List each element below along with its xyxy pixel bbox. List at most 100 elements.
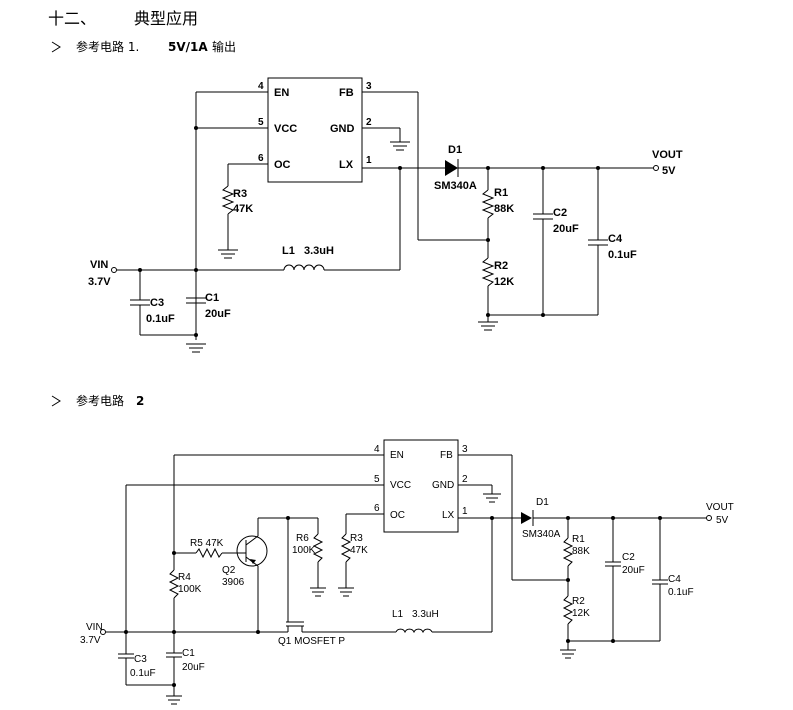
c2-value: 20uF xyxy=(553,223,579,235)
junction-dot xyxy=(194,333,198,337)
c2-pin-name: LX xyxy=(442,510,455,521)
q2-part: 3906 xyxy=(222,577,245,588)
ground-icon xyxy=(560,649,576,659)
r1-value: 88K xyxy=(572,546,590,557)
junction-dot xyxy=(486,313,490,317)
c2-pin-name: OC xyxy=(390,510,405,521)
vout-value: 5V xyxy=(662,165,676,177)
c3-value: 0.1uF xyxy=(130,668,156,679)
junction-dot xyxy=(256,630,260,634)
r2-label: R2 xyxy=(572,596,585,607)
ground-icon xyxy=(166,695,182,705)
vout-label: VOUT xyxy=(652,149,683,161)
c1-label: C1 xyxy=(205,292,219,304)
d1-part: SM340A xyxy=(434,180,477,192)
c1-pin-name: FB xyxy=(339,87,354,99)
vout-value: 5V xyxy=(716,515,729,526)
diode-d1 xyxy=(521,512,532,524)
c1-pin-num: 4 xyxy=(258,81,264,92)
c2-pin-name: FB xyxy=(440,450,453,461)
c4-value: 0.1uF xyxy=(608,249,637,261)
circuit1-caption-tail: 输出 xyxy=(212,39,236,54)
l1-value: 3.3uH xyxy=(304,245,334,257)
c1-pin-name: VCC xyxy=(274,123,297,135)
resistor-r5 xyxy=(195,547,223,559)
r4-label: R4 xyxy=(178,572,191,583)
ground-icon xyxy=(186,343,206,353)
r5-label: R5 47K xyxy=(190,538,224,549)
c4-value: 0.1uF xyxy=(668,587,694,598)
r3-label: R3 xyxy=(350,533,363,544)
r3-value: 47K xyxy=(350,545,368,556)
circuit1-schematic: 4 5 6 3 2 1 EN VCC OC FB GND LX R3 xyxy=(88,77,683,353)
vin-terminal-icon xyxy=(111,267,117,273)
ground-icon xyxy=(478,321,498,331)
c2-pin-num: 4 xyxy=(374,444,380,455)
c3-label: C3 xyxy=(134,654,147,665)
junction-dot xyxy=(194,268,198,272)
q1-label: Q1 MOSFET P xyxy=(278,636,345,647)
c2-pin-name: EN xyxy=(390,450,404,461)
c4-label: C4 xyxy=(668,574,681,585)
r3-value: 47K xyxy=(233,203,253,215)
c3-label: C3 xyxy=(150,297,164,309)
circuit1-caption: 参考电路 1. xyxy=(76,39,139,54)
bullet-arrow-icon xyxy=(51,41,61,53)
vin-label: VIN xyxy=(90,259,108,271)
ground-icon xyxy=(310,587,326,597)
c2-pin-num: 3 xyxy=(462,444,468,455)
c2-label: C2 xyxy=(622,552,635,563)
resistor-r3 xyxy=(221,185,235,215)
junction-dot xyxy=(566,639,570,643)
diode-d1 xyxy=(445,160,458,176)
vout-label: VOUT xyxy=(706,502,734,513)
d1-label: D1 xyxy=(536,497,549,508)
bullet-arrow-icon xyxy=(51,395,61,407)
r3-label: R3 xyxy=(233,188,247,200)
c2-pin-num: 2 xyxy=(462,474,468,485)
c4-label: C4 xyxy=(608,233,623,245)
ground-icon xyxy=(390,141,410,151)
vin-value: 3.7V xyxy=(88,276,111,288)
junction-dot xyxy=(172,683,176,687)
resistor-r1 xyxy=(481,189,495,219)
vin-label: VIN xyxy=(86,622,103,633)
resistor-r1 xyxy=(562,537,574,567)
circuit2-ic-body xyxy=(383,439,459,533)
inductor-l1 xyxy=(395,628,433,634)
transistor-q2 xyxy=(236,535,268,567)
vin-value: 3.7V xyxy=(80,635,101,646)
c1-value: 20uF xyxy=(182,662,205,673)
q2-label: Q2 xyxy=(222,565,236,576)
l1-value: 3.3uH xyxy=(412,609,439,620)
section-number: 十二、 xyxy=(48,9,96,28)
vout-terminal-icon xyxy=(653,165,659,171)
c3-value: 0.1uF xyxy=(146,313,175,325)
c1-pin-name: GND xyxy=(330,123,355,135)
r6-label: R6 xyxy=(296,533,309,544)
vin-terminal-icon xyxy=(100,629,106,635)
circuit2-caption: 参考电路 xyxy=(76,393,124,408)
r1-value: 88K xyxy=(494,203,514,215)
c1-pin-num: 5 xyxy=(258,117,264,128)
junction-dot xyxy=(398,166,402,170)
c1-pin-num: 3 xyxy=(366,81,372,92)
ground-icon xyxy=(338,587,354,597)
circuit1-ic-body xyxy=(267,77,363,183)
c2-pin-name: VCC xyxy=(390,480,411,491)
r2-value: 12K xyxy=(572,608,590,619)
circuit1-caption-bold: 5V/1A xyxy=(168,40,208,54)
c2-pin-name: GND xyxy=(432,480,454,491)
c2-value: 20uF xyxy=(622,565,645,576)
r2-label: R2 xyxy=(494,260,508,272)
c1-value: 20uF xyxy=(205,308,231,320)
vout-terminal-icon xyxy=(706,515,712,521)
l1-label: L1 xyxy=(392,609,404,620)
c1-pin-num: 1 xyxy=(366,155,372,166)
c1-pin-name: EN xyxy=(274,87,289,99)
c2-label: C2 xyxy=(553,207,567,219)
circuit2-caption-bold: 2 xyxy=(136,394,144,408)
resistor-r2 xyxy=(562,595,574,625)
resistor-r6 xyxy=(312,533,324,563)
